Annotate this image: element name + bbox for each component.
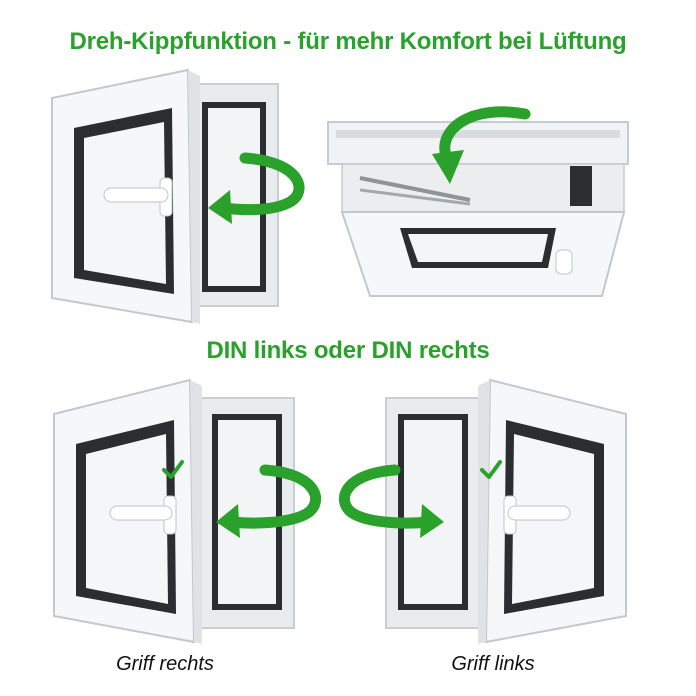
din-links-illustration — [338, 370, 640, 645]
tilt-window-illustration — [320, 100, 645, 300]
window-handle-icon — [103, 177, 173, 217]
section-title: DIN links oder DIN rechts — [206, 337, 490, 364]
turn-window-illustration — [40, 62, 330, 332]
checkmark-icon — [162, 460, 184, 479]
window-handle-icon — [109, 495, 177, 535]
window-handle-icon — [503, 495, 571, 535]
caption-griff-links: Griff links — [451, 653, 535, 675]
caption-griff-rechts: Griff rechts — [116, 653, 214, 675]
page-title: Dreh-Kippfunktion - für mehr Komfort bei… — [69, 28, 627, 55]
checkmark-icon — [480, 460, 502, 479]
din-rechts-illustration — [40, 370, 340, 645]
curved-arrow-icon — [432, 106, 531, 184]
curved-arrow-icon — [216, 464, 322, 538]
curved-arrow-icon — [208, 152, 305, 224]
window-handle-icon — [555, 249, 573, 275]
curved-arrow-icon — [338, 464, 444, 538]
